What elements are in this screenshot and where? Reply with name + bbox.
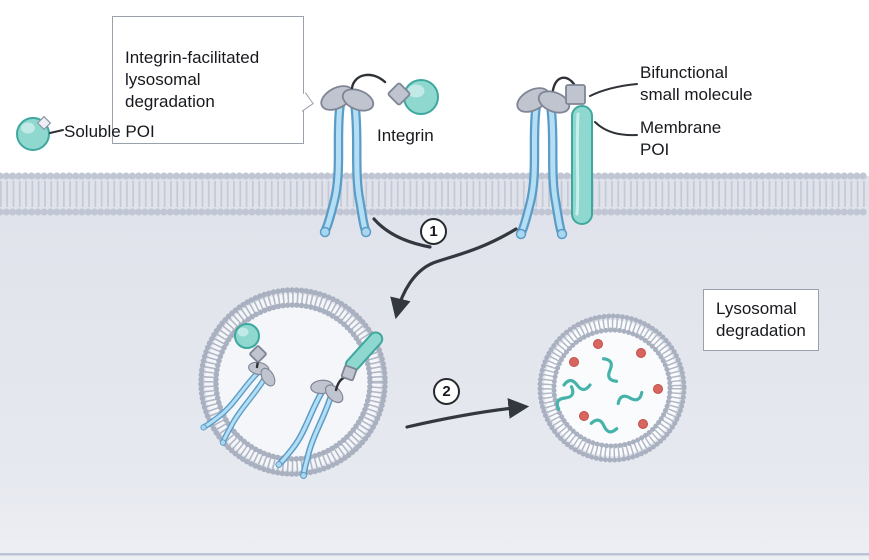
soluble-poi-leader-line bbox=[49, 129, 64, 134]
title-text: Integrin-facilitated lysosomal degradati… bbox=[125, 48, 260, 112]
lysosomal-degradation-box: Lysosomal degradation bbox=[703, 289, 819, 352]
arrow-to-lysosome bbox=[405, 398, 530, 429]
soluble-poi-label: Soluble POI bbox=[64, 122, 155, 141]
membrane-poi-leader-line bbox=[594, 121, 638, 137]
integrin-1 bbox=[317, 73, 439, 237]
integrin-2 bbox=[513, 76, 593, 239]
linker-2 bbox=[551, 76, 576, 92]
plasma-membrane bbox=[0, 172, 869, 216]
membrane-poi-icon bbox=[571, 105, 593, 225]
arrow-to-endosome bbox=[390, 227, 518, 320]
endosome-vesicle bbox=[198, 287, 388, 481]
soluble-poi-icon bbox=[16, 115, 52, 151]
internalization-arrows bbox=[372, 217, 518, 320]
internalized-complex-soluble bbox=[198, 323, 283, 448]
title-callout-box: Integrin-facilitated lysosomal degradati… bbox=[112, 16, 314, 145]
bifunctional-leader-line bbox=[589, 83, 638, 97]
membrane-poi-label: Membrane POI bbox=[640, 118, 722, 159]
degraded-fragments-icon bbox=[553, 339, 663, 435]
step-1-badge: 1 bbox=[420, 218, 447, 245]
bifunctional-molecule-1-icon bbox=[387, 82, 411, 106]
integrin-label: Integrin bbox=[377, 126, 434, 145]
endosome-heads-outer bbox=[198, 287, 388, 477]
linker-1 bbox=[350, 73, 387, 90]
internalized-complex-membrane bbox=[273, 331, 384, 481]
lysosome-heads-inner bbox=[551, 327, 673, 449]
bottom-rule bbox=[0, 553, 869, 556]
bifunctional-molecule-2-icon bbox=[565, 84, 586, 105]
lysosome-heads-outer bbox=[537, 313, 687, 463]
step-2-badge: 2 bbox=[433, 378, 460, 405]
captured-soluble-poi-icon bbox=[403, 79, 439, 115]
endosome-membrane-tails bbox=[202, 291, 384, 473]
lysosome-vesicle bbox=[537, 313, 687, 463]
endosome-heads-inner bbox=[213, 302, 373, 462]
bifunctional-small-molecule-label: Bifunctional small molecule bbox=[640, 63, 753, 104]
lysosome-membrane-tails bbox=[541, 317, 683, 459]
arrow-from-integrin-1 bbox=[372, 217, 432, 249]
